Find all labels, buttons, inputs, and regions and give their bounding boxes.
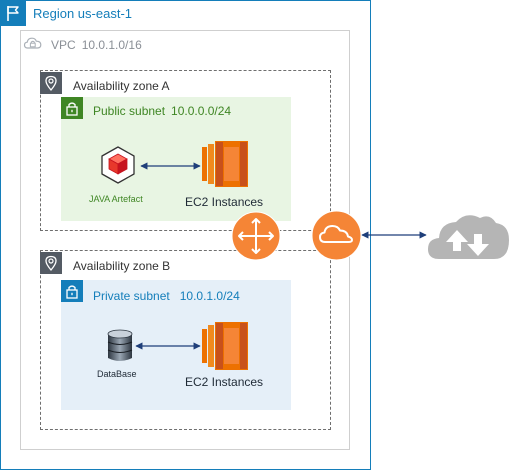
padlock-icon [61, 97, 83, 119]
az-a-label: Availability zone A [73, 79, 170, 93]
region-label: Region us-east-1 [33, 6, 132, 21]
location-pin-icon [40, 252, 62, 274]
ec2-instances-icon [202, 141, 248, 187]
az-b-label: Availability zone B [73, 259, 171, 273]
internet-cloud-icon [426, 207, 511, 262]
private-subnet-cidr: 10.0.1.0/24 [179, 289, 240, 303]
cloud-lock-icon [22, 32, 44, 54]
private-subnet-label: Private subnet 10.0.1.0/24 [93, 289, 240, 303]
public-subnet-cidr: 10.0.0.0/24 [171, 104, 232, 118]
private-ec2-label: EC2 Instances [185, 375, 264, 389]
padlock-icon [61, 280, 83, 302]
internet-gateway-icon [311, 210, 362, 261]
flag-icon [0, 0, 26, 26]
public-subnet-label: Public subnet 10.0.0.0/24 [93, 104, 231, 118]
vpc-label: VPC 10.0.1.0/16 [51, 38, 142, 52]
public-subnet [61, 97, 291, 221]
public-ec2-label: EC2 Instances [185, 195, 264, 209]
database-label: DataBase [97, 369, 137, 379]
java-artefact-label: JAVA Artefact [89, 194, 143, 204]
vpc-cidr: 10.0.1.0/16 [81, 38, 142, 52]
ec2-instances-icon [202, 322, 248, 370]
router-icon [231, 211, 281, 261]
vpc-title: VPC [51, 38, 76, 52]
location-pin-icon [40, 72, 62, 94]
availability-zone-a [40, 70, 331, 231]
database-icon [106, 329, 134, 363]
public-subnet-title: Public subnet [93, 104, 166, 118]
availability-zone-b [40, 250, 331, 430]
private-subnet-title: Private subnet [93, 289, 170, 303]
java-artefact-icon [98, 145, 138, 185]
